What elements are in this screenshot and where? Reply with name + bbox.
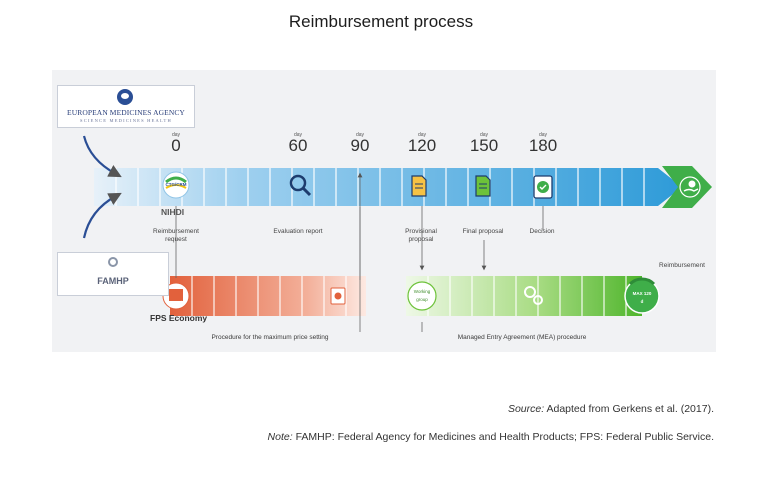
final-proposal-label: Final proposal	[462, 228, 504, 235]
reimbursement-arrow	[662, 166, 712, 208]
day-label-60: day	[293, 132, 303, 138]
euro-hand-icon	[683, 180, 699, 192]
document-icon	[411, 175, 427, 197]
magnifier-icon	[289, 174, 312, 197]
ema-curved-arrow	[82, 135, 122, 178]
day-number-150: 150	[469, 136, 499, 155]
day-label-180: day	[538, 132, 548, 138]
working-group-label: Working group	[413, 289, 431, 302]
ema-logo: EUROPEAN MEDICINES AGENCY SCIENCE MEDICI…	[57, 85, 195, 128]
day-label-0: day	[171, 132, 181, 138]
reimbursement-label: Reimbursement	[659, 262, 705, 269]
source-text: Adapted from Gerkens et al. (2017).	[546, 403, 714, 415]
note-text: FAMHP: Federal Agency for Medicines and …	[295, 431, 714, 443]
working-group-badge	[407, 281, 437, 311]
page-title: Reimbursement process	[288, 12, 474, 31]
day-label-90: day	[355, 132, 365, 138]
day-label-120: day	[417, 132, 427, 138]
evaluation-report-label: Evaluation report	[273, 228, 323, 235]
day-number-0: 0	[171, 136, 181, 155]
day-number-90: 90	[350, 136, 370, 155]
euro-note-icon	[330, 287, 346, 305]
fps-economy-icon	[162, 282, 190, 310]
final-document-icon	[475, 175, 491, 197]
ctg-crm-label: CTG/CRM	[165, 182, 187, 187]
fps-economy-small-label: economie	[168, 300, 184, 304]
gears-icon	[524, 286, 543, 305]
diagram-graphics	[82, 135, 712, 332]
source-caption: Source: Adapted from Gerkens et al. (201…	[508, 403, 714, 415]
ema-emblem-icon	[117, 89, 133, 105]
nihdi-label: NIHDI	[161, 207, 185, 217]
reimbursement-request-label: Reimbursement request	[153, 228, 199, 243]
mea-procedure-label: Managed Entry Agreement (MEA) procedure	[457, 334, 587, 341]
note-label: Note:	[267, 431, 293, 443]
fps-economy-label: FPS Economy	[150, 313, 208, 323]
famhp-logo-name: FAMHP	[97, 276, 129, 286]
max-days-label: MAX 120 d	[632, 291, 652, 304]
day-number-120: 120	[407, 136, 437, 155]
famhp-logo: FAMHP	[57, 252, 169, 296]
connector-lines	[175, 172, 544, 332]
day-number-180: 180	[528, 136, 558, 155]
ema-logo-name: EUROPEAN MEDICINES AGENCY	[67, 108, 185, 117]
day-label-150: day	[479, 132, 489, 138]
ctg-crm-icon	[162, 171, 190, 199]
famhp-emblem-icon	[108, 257, 118, 267]
decision-label: Decision	[529, 228, 555, 235]
ema-logo-tagline: SCIENCE MEDICINES HEALTH	[80, 118, 172, 123]
max-price-procedure-label: Procedure for the maximum price setting	[211, 334, 329, 341]
green-mea-track	[406, 276, 642, 316]
provisional-proposal-label: Provisional proposal	[405, 228, 437, 243]
reimbursement-diagram: EUROPEAN MEDICINES AGENCY SCIENCE MEDICI…	[52, 70, 716, 352]
famhp-curved-arrow	[82, 192, 122, 239]
source-label: Source:	[507, 403, 545, 415]
clipboard-check-icon	[533, 175, 553, 199]
day-number-60: 60	[288, 136, 308, 155]
max-days-badge	[624, 277, 660, 314]
note-caption: Note: FAMHP: Federal Agency for Medicine…	[268, 431, 714, 443]
